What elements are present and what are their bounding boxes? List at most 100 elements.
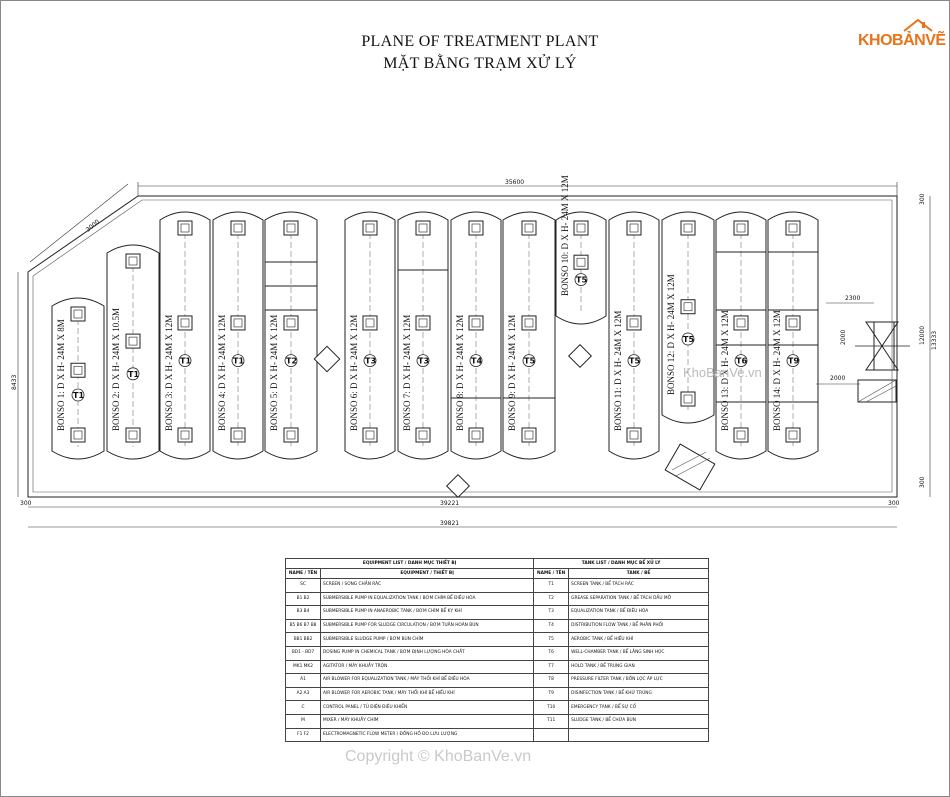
tank-label: BONSO 6: D X H- 24M X 12M xyxy=(349,315,359,431)
manhole-icon xyxy=(733,427,749,443)
tank-tag: T1 xyxy=(233,357,244,366)
manhole-icon xyxy=(283,427,299,443)
table-cell: T10 xyxy=(533,700,570,715)
manhole-icon xyxy=(785,315,801,331)
watermark-copyright: Copyright © KhoBanVe.vn xyxy=(345,748,532,765)
tank-label: BONSO 5: D X H- 24M X 12M xyxy=(269,315,279,431)
blower-block-2 xyxy=(567,343,593,369)
manhole-icon xyxy=(362,315,378,331)
tank-label: BONSO 1: D X H- 24M X 8M xyxy=(56,319,66,431)
manhole-icon xyxy=(70,362,86,378)
table-cell: ELECTROMAGNETIC FLOW METER / ĐỒNG HỒ ĐO … xyxy=(319,727,535,743)
tank-tag-marker xyxy=(681,332,695,346)
tank-label: BONSO 8: D X H- 24M X 12M xyxy=(455,315,465,431)
table-cell: T1 xyxy=(533,578,570,593)
manhole-icon xyxy=(680,220,696,236)
dim-bottom-outer: 39821 xyxy=(440,520,459,527)
tank-label: BONSO 7: D X H- 24M X 12M xyxy=(402,315,412,431)
dim-top: 35600 xyxy=(505,179,524,186)
manhole-icon xyxy=(230,315,246,331)
table-cell: B1 B2 xyxy=(285,591,321,607)
tank-label: BONSO 12: D X H- 24M X 12M xyxy=(666,274,676,395)
col-tank: TANK / BỂ xyxy=(568,568,709,579)
dim-diag: 3000 xyxy=(85,218,101,233)
tank-tag: T5 xyxy=(629,357,640,366)
table-cell: F1 F2 xyxy=(285,727,321,743)
tank-tag: T3 xyxy=(365,357,376,366)
blower-block-3 xyxy=(445,473,471,499)
house-roof-icon xyxy=(903,18,933,32)
brand-logo: KHOBẢNVẼ xyxy=(858,14,946,54)
manhole-icon xyxy=(468,427,484,443)
dim-pipe1: 2300 xyxy=(845,295,860,302)
manhole-icon xyxy=(785,427,801,443)
control-room xyxy=(664,443,716,491)
tank-label: BONSO 4: D X H- 24M X 12M xyxy=(217,315,227,431)
tank-tag-marker xyxy=(231,354,245,368)
table-cell: MK1 MK2 xyxy=(285,659,321,675)
manhole-icon xyxy=(733,220,749,236)
table-cell: M xyxy=(285,713,321,729)
manhole-icon xyxy=(573,254,589,270)
dim-left-small: 300 xyxy=(20,500,32,507)
dim-right-end: 300 xyxy=(888,500,900,507)
tank-label: BONSO 10: D X H- 24M X 12M xyxy=(560,175,570,296)
manhole-icon xyxy=(70,427,86,443)
tank-list-header: TANK LIST / DANH MỤC BỂ XỬ LÝ xyxy=(533,558,709,569)
table-cell: T5 xyxy=(533,632,570,647)
tank-tag-marker xyxy=(178,354,192,368)
table-cell: A2 A3 xyxy=(285,686,321,702)
tank-tag-marker xyxy=(284,354,298,368)
table-cell: AIR BLOWER FOR EQUALIZATION TANK / MÁY T… xyxy=(319,673,535,688)
manhole-icon xyxy=(521,315,537,331)
tank-tag: T9 xyxy=(788,357,799,366)
tank-tag: T5 xyxy=(576,276,587,285)
manhole-icon xyxy=(468,220,484,236)
equipment-tank-table: EQUIPMENT LIST / DANH MỤC THIẾT BỊ TANK … xyxy=(284,558,709,743)
dim-pipe3: 2000 xyxy=(830,375,845,382)
title-english: PLANE OF TREATMENT PLANT xyxy=(361,33,599,50)
watermark-mid: KhoBanVe.vn xyxy=(683,365,762,380)
tank-tag-marker xyxy=(522,354,536,368)
tank-7: T3 BONSO 7: D X H- 24M X 12M xyxy=(397,211,449,460)
manhole-icon xyxy=(680,299,696,315)
tank-tag: T3 xyxy=(418,357,429,366)
table-cell: BD1 - BD7 xyxy=(285,645,321,661)
tank-tag-marker xyxy=(71,388,85,402)
manhole-icon xyxy=(177,427,193,443)
table-cell xyxy=(533,727,570,743)
manhole-icon xyxy=(125,333,141,349)
table-cell: SLUDGE TANK / BỂ CHỨA BÙN xyxy=(568,713,709,729)
table-cell: SUBMERSIBLE PUMP IN ANAEROBIC TANK / BƠM… xyxy=(319,605,535,620)
table-cell: AEROBIC TANK / BỂ HIẾU KHÍ xyxy=(568,632,709,647)
table-cell: T6 xyxy=(533,645,570,661)
table-cell: SCREEN TANK / BỂ TÁCH RÁC xyxy=(568,578,709,593)
manhole-icon xyxy=(733,315,749,331)
manhole-icon xyxy=(70,306,86,322)
tank-10: T5 BONSO 10: D X H- 24M X 12M xyxy=(555,175,607,325)
brand-logo-text: KHOBẢNVẼ xyxy=(858,32,946,49)
table-cell: T3 xyxy=(533,605,570,620)
manhole-icon xyxy=(230,427,246,443)
manhole-icon xyxy=(177,315,193,331)
table-cell: SUBMERSIBLE PUMP FOR SLUDGE CIRCULATION … xyxy=(319,618,535,634)
table-cell: T2 xyxy=(533,591,570,607)
tank-tag-marker xyxy=(363,354,377,368)
tank-tag-marker xyxy=(126,367,140,381)
table-cell: T9 xyxy=(533,686,570,702)
tank-label: BONSO 3: D X H- 24M X 12M xyxy=(164,315,174,431)
manhole-icon xyxy=(680,391,696,407)
tank-4: T1 BONSO 4: D X H- 24M X 12M xyxy=(212,211,264,460)
